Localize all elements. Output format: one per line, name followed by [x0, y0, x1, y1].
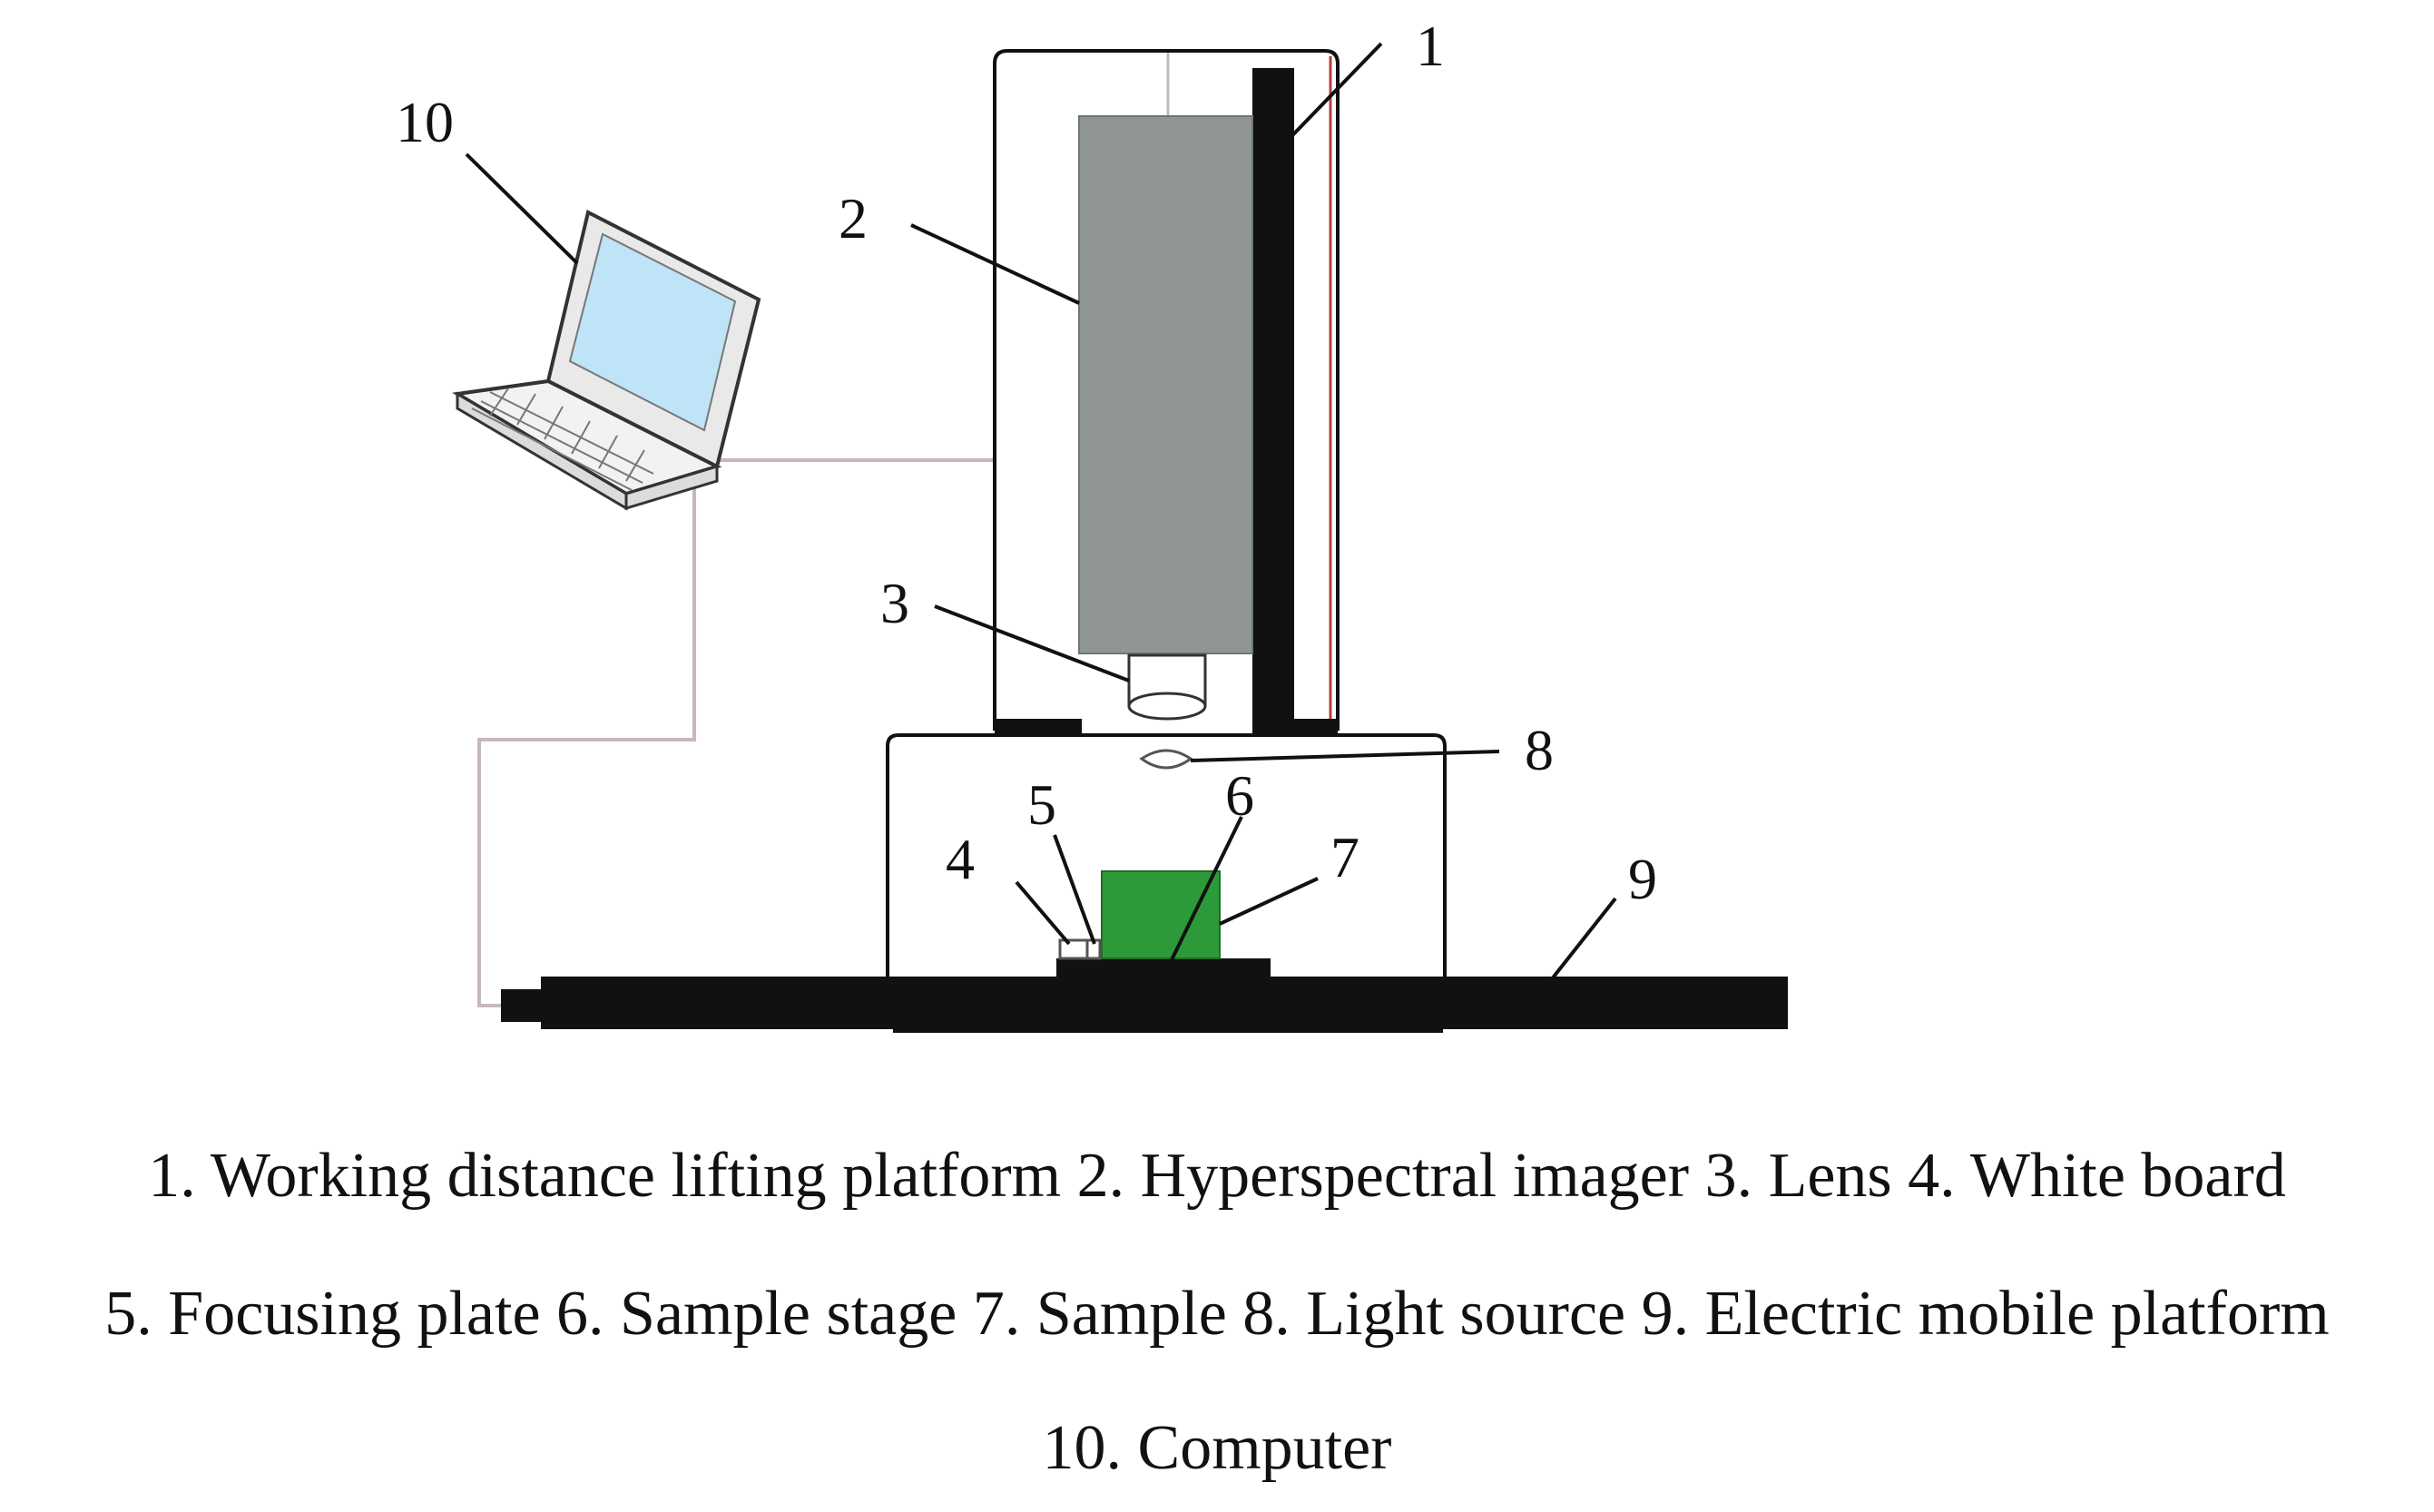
label-5: 5 [1027, 772, 1056, 837]
lifting-column [1252, 68, 1294, 731]
lifting-platform-frame [993, 49, 1340, 733]
cable [477, 458, 995, 1007]
label-8: 8 [1525, 718, 1554, 782]
laptop-computer [452, 210, 761, 511]
caption-line-2: 5. Focusing plate 6. Sample stage 7. Sam… [104, 1279, 2330, 1349]
white-board [1058, 938, 1089, 960]
sample [1101, 870, 1221, 959]
label-7: 7 [1330, 825, 1359, 889]
label-10: 10 [396, 90, 454, 154]
lens [1127, 653, 1207, 721]
electric-mobile-platform [501, 977, 1788, 1033]
light-source [1139, 749, 1193, 770]
label-6: 6 [1225, 763, 1254, 828]
sample-stage [1056, 958, 1271, 978]
label-9: 9 [1628, 847, 1657, 911]
leader-lines [465, 42, 1617, 1004]
caption-line-3: 10. Computer [1042, 1413, 1392, 1483]
light-chamber-box [886, 733, 1447, 980]
laptop-screen [568, 232, 737, 432]
caption-line-1: 1. Working distance lifting platform 2. … [148, 1141, 2286, 1211]
platform-connector [501, 989, 543, 1022]
label-1: 1 [1416, 14, 1445, 78]
hyperspectral-imager [1078, 115, 1253, 654]
label-2: 2 [839, 186, 868, 250]
label-4: 4 [946, 827, 975, 891]
label-3: 3 [880, 571, 909, 635]
